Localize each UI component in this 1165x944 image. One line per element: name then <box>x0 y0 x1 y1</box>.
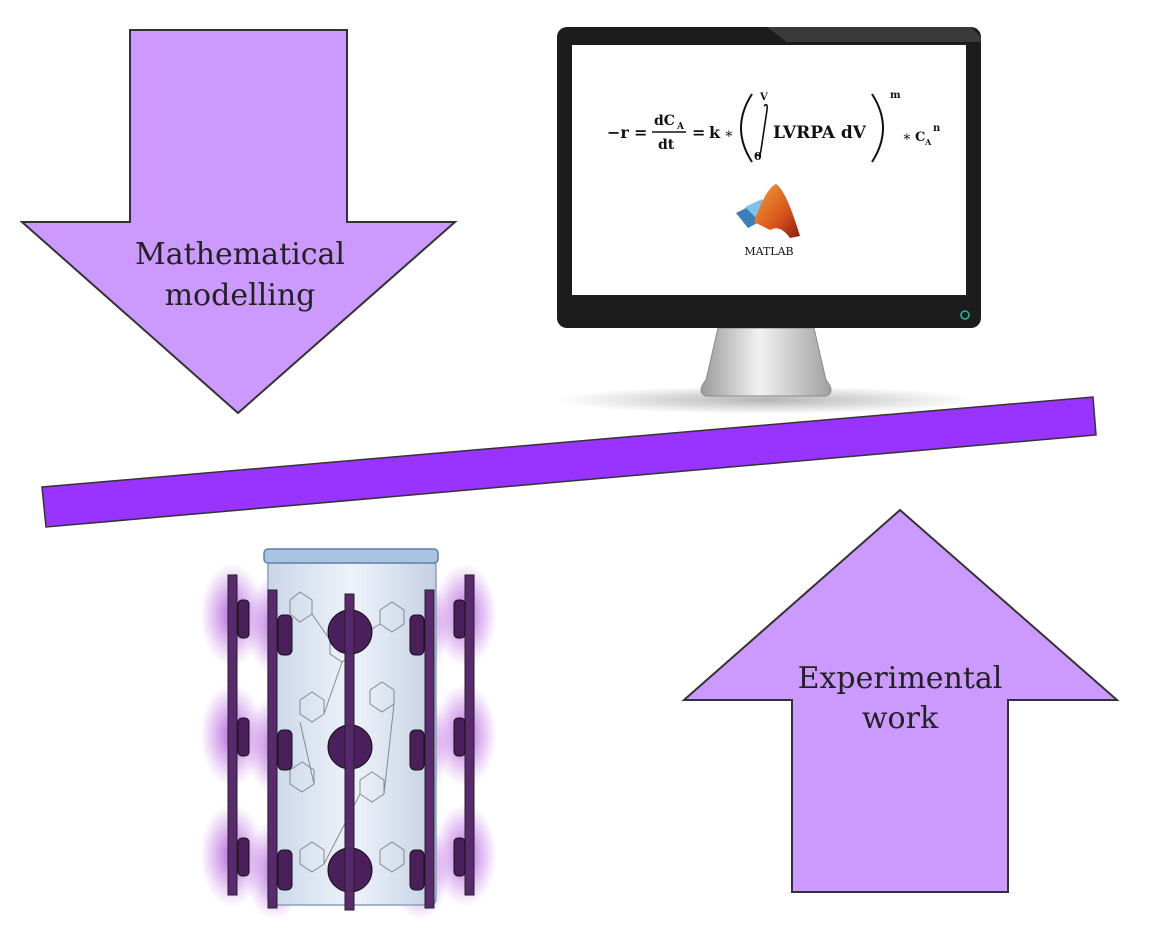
eq-minus-r: −r <box>607 123 629 142</box>
top-arrow-label-line2: modelling <box>165 278 316 313</box>
lamp-rail-back-left <box>227 574 238 896</box>
eq-ca-sub: A <box>924 137 932 147</box>
matlab-logo: MATLAB <box>736 184 800 258</box>
top-arrow-label-line1: Mathematical <box>135 237 345 272</box>
eq-equals-1: = <box>634 123 647 142</box>
rate-equation: −r = dC A dt = k ∗ V 0 LVRPA dV m ∗ C A … <box>607 90 941 163</box>
bottom-arrow-label-line2: work <box>862 701 939 736</box>
eq-dca-sub: A <box>676 122 685 132</box>
lamp-rail-center-front <box>344 593 355 911</box>
down-arrow-shape <box>19 29 458 415</box>
eq-equals-2: = <box>692 123 705 142</box>
eq-int-bottom: 0 <box>754 150 762 163</box>
eq-right-paren <box>871 93 884 163</box>
logo-peak <box>754 184 800 238</box>
logo-text: MATLAB <box>744 245 793 258</box>
eq-star-1: ∗ <box>724 126 734 142</box>
eq-dca: dC <box>654 113 675 129</box>
molecule-sketch <box>289 591 405 873</box>
bezel-highlight <box>767 27 981 42</box>
eq-int-top: V <box>759 92 768 103</box>
experimental-work-arrow: Experimental work <box>681 508 1120 893</box>
monitor-stand <box>700 327 832 397</box>
eq-integral <box>755 103 768 157</box>
eq-n: n <box>933 123 941 134</box>
monitor-screen <box>572 45 966 295</box>
lamp-rail-back-right <box>464 574 475 896</box>
lamp-rail-front-left <box>267 589 278 909</box>
monitor-shadow <box>555 386 975 414</box>
mathematical-modelling-arrow: Mathematical modelling <box>19 29 458 415</box>
power-icon <box>960 310 970 320</box>
lamp-rail-front-right <box>424 589 435 909</box>
eq-k: k <box>709 123 721 142</box>
photoreactor-illustration <box>200 548 497 920</box>
eq-left-paren <box>740 93 753 163</box>
eq-lvrpa: LVRPA dV <box>773 123 867 143</box>
balance-bar <box>41 396 1097 528</box>
eq-dt: dt <box>658 137 675 153</box>
reactor-lid <box>263 548 439 564</box>
up-arrow-shape <box>681 508 1120 893</box>
eq-ca: C <box>915 130 925 145</box>
bottom-arrow-label-line1: Experimental <box>798 661 1003 696</box>
computer-monitor: −r = dC A dt = k ∗ V 0 LVRPA dV m ∗ C A … <box>555 27 981 414</box>
eq-star-2: ∗ <box>902 129 912 145</box>
eq-m: m <box>890 90 901 101</box>
